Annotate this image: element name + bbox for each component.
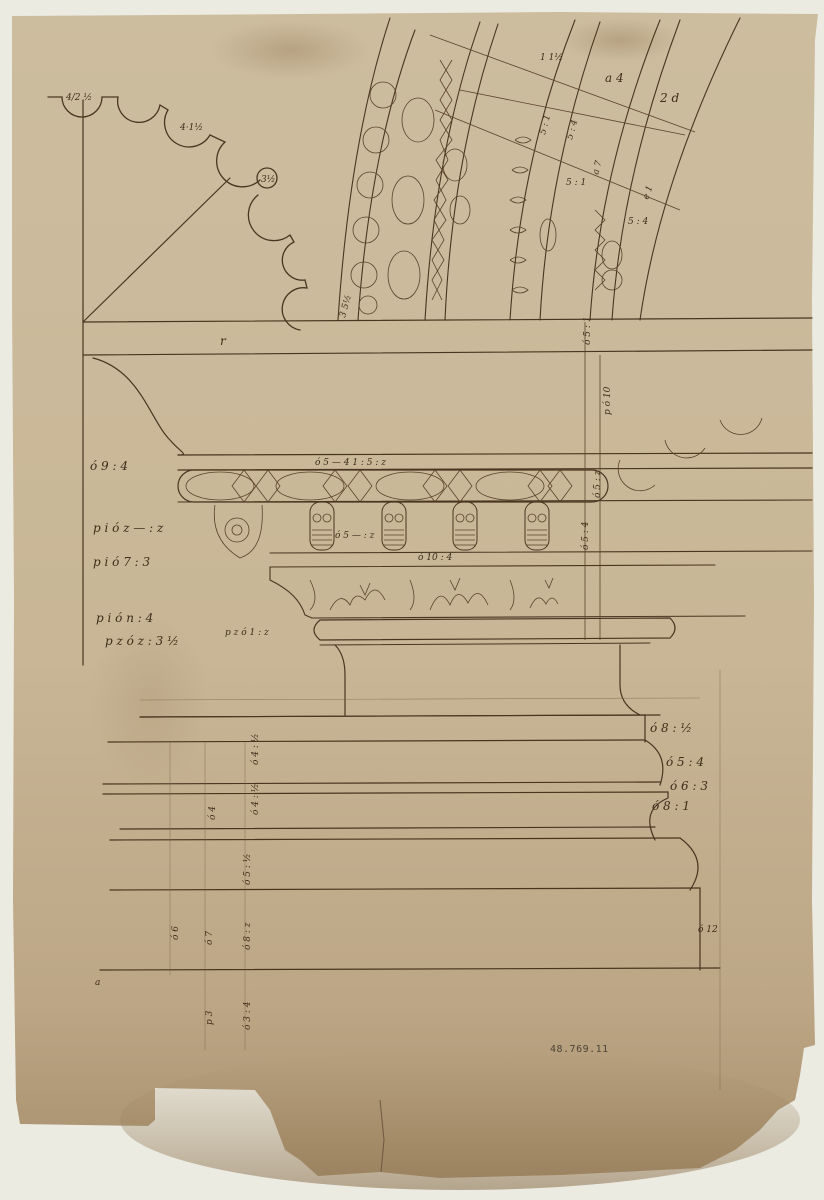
arch-label: a 4 [605, 71, 624, 85]
scallop-label-top: 4/2 ½ [65, 92, 92, 103]
scallop-label-mid: 4·1½ [179, 122, 203, 133]
capital-dim-label: p ó 10 [602, 386, 613, 415]
arch-label: e 1 [641, 185, 655, 202]
arch-label: 5 : 4 [628, 217, 648, 227]
base-dim-label: ó 8 : 1 [652, 799, 690, 813]
scallop-label-circle: 3½ [261, 174, 275, 185]
base-dim-label: ó 6 [170, 926, 181, 940]
arch-ornament-foliage [509, 136, 623, 294]
scalloped-profile [47, 96, 308, 331]
arch-label: 5 : 1 [566, 178, 586, 188]
paper-sheet [12, 12, 818, 1190]
base-dim-label: p 3 [205, 1010, 215, 1025]
base-dim-label: ó 7 [204, 931, 215, 945]
capital-abacus [313, 617, 676, 646]
capital-dim-label: ó 5 — 4 1 : 5 : z [315, 457, 386, 468]
accession-number: 48.769.11 [550, 1044, 609, 1055]
paper-tear-line [379, 1099, 385, 1173]
capital-dimension-line [584, 322, 601, 640]
soffit-mark: r [220, 334, 227, 348]
construction-lines [82, 99, 813, 666]
capital-dim-label: ó 5 : z [592, 470, 603, 498]
capital-dim-label: p z ó z : 3 ½ [105, 634, 179, 648]
dentil-row [213, 501, 813, 568]
base-dim-label: ó 3 : 4 [242, 1001, 253, 1030]
base-dim-label: ó 4 : ½ [250, 734, 261, 765]
base-dim-label: ó 6 : 3 [670, 779, 708, 793]
acanthus-frieze [269, 566, 746, 619]
capital-dim-label: ó 5 : 4 [580, 521, 591, 550]
base-dim-label: ó 4 [207, 806, 218, 820]
base-profile [99, 670, 721, 1090]
capital-dim-label: p i ó z — : z [93, 521, 164, 535]
arch-soffit: 3 5½ 1 1½ 5 : 1 5 : 4 a 4 2 d a 7 5 : 1 … [337, 17, 741, 321]
arch-label: a 7 [591, 159, 604, 175]
decorative-arcs [617, 417, 763, 492]
capital-dim-label: ó 10 : 4 [418, 552, 452, 563]
arch-label: 1 1½ [540, 52, 563, 63]
capital-dim-label: p z ó 1 : z [225, 627, 269, 638]
capital-dim-label: ó 5 — : z [335, 530, 375, 541]
corner-mark: a [95, 978, 100, 988]
base-dim-label: ó 5 : ½ [242, 854, 253, 885]
arch-label: 2 d [659, 91, 679, 105]
arch-ornament-rosettes [350, 59, 471, 315]
capital-dim-label: p i ó 7 : 3 [93, 555, 150, 569]
capital-dim-label: ó 5 : 1 [582, 317, 593, 346]
capital-dim-label: ó 9 : 4 [90, 459, 128, 473]
base-dim-label: ó 8 : ½ [650, 721, 692, 735]
base-dim-label: ó 8 : z [242, 922, 253, 950]
egg-and-dart-band [177, 469, 813, 503]
base-dim-label: ó 5 : 4 [666, 755, 704, 769]
base-dim-label: ó 12 [698, 924, 718, 935]
base-dim-label: ó 4 : ½ [250, 784, 261, 815]
capital-dim-label: p i ó n : 4 [96, 611, 153, 625]
